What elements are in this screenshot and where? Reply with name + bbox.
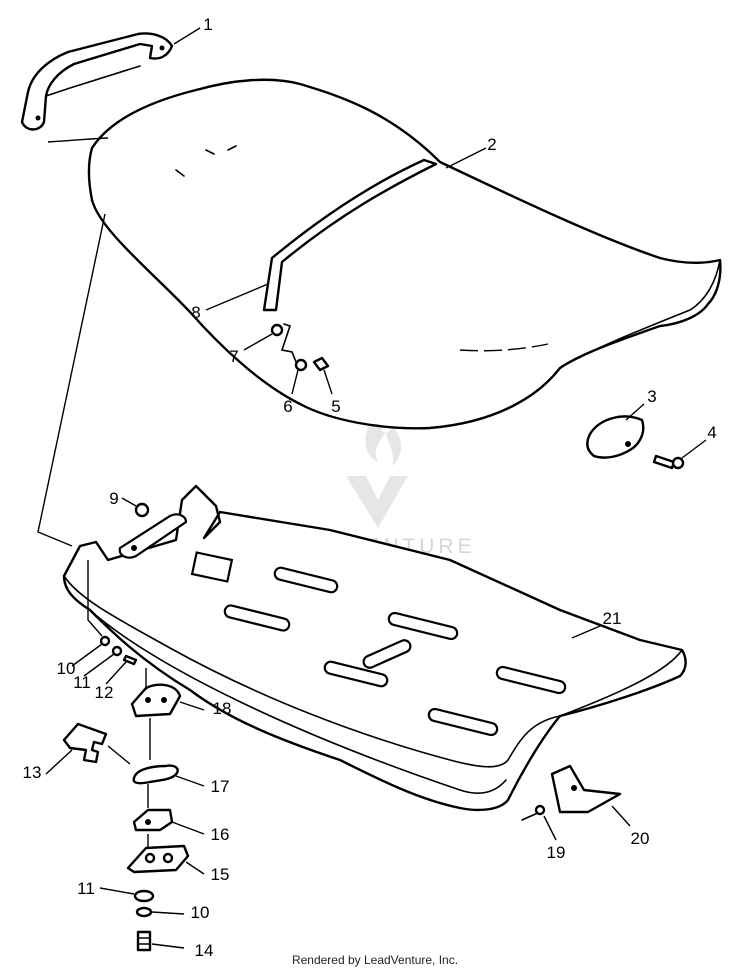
callout-20: 20 [631,829,650,848]
callout-8: 8 [191,303,200,322]
callout-7: 7 [229,347,238,366]
side-cover-bracket [586,415,645,459]
callout-13: 13 [23,763,42,782]
callout-17: 17 [211,777,230,796]
callout-16: 16 [211,825,230,844]
callout-10-bottom: 10 [191,903,210,922]
plate-16 [132,808,174,832]
screw-19 [521,804,546,821]
grab-handle [20,32,174,131]
callout-11-bottom: 11 [77,879,95,898]
callout-2: 2 [487,135,496,154]
render-credit: Rendered by LeadVenture, Inc. [291,953,459,967]
callout-21: 21 [603,609,622,628]
callout-15: 15 [211,865,230,884]
callout-3: 3 [647,387,656,406]
base-15 [126,844,190,874]
latch-13 [62,722,108,764]
callout-5: 5 [331,397,340,416]
seat-cushion [87,78,722,430]
callout-14: 14 [195,941,214,960]
callout-18: 18 [213,699,232,718]
seat-pan [62,484,687,812]
plate-18 [130,683,182,718]
bottom-hardware [133,889,155,952]
callout-4: 4 [707,423,716,442]
callout-12: 12 [95,683,114,702]
spacer-17 [132,764,179,785]
callout-1: 1 [203,15,212,34]
nut-9 [134,502,150,518]
callout-9: 9 [109,489,118,508]
screw-4 [652,454,685,470]
seat-hardware [270,323,330,372]
callout-11: 11 [73,673,91,692]
callout-10: 10 [57,659,76,678]
latch-hardware [99,635,138,666]
callout-19: 19 [547,843,566,862]
callout-6: 6 [283,397,292,416]
bracket-20 [550,764,622,814]
